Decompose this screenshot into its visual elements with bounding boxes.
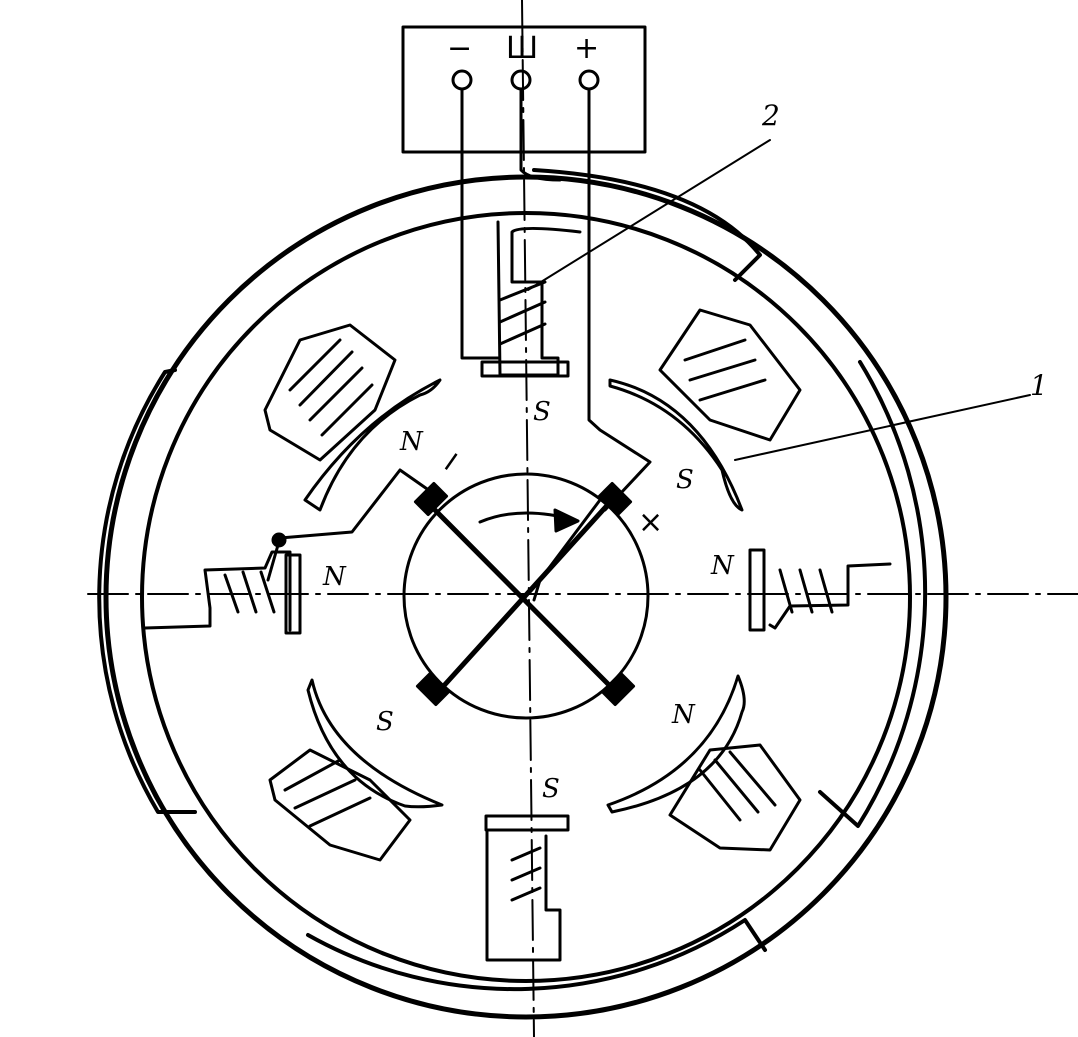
wire-shunt — [519, 87, 562, 182]
pole-right — [768, 562, 892, 630]
pole-label-left: N — [322, 562, 347, 592]
terminal-plus — [578, 69, 600, 91]
armature-diagonal-1 — [427, 502, 615, 691]
pole-lower-right — [668, 743, 802, 852]
rotation-arrow-head — [553, 508, 580, 533]
pole-label-upper-left: N — [399, 427, 424, 457]
terminal-minus — [451, 69, 473, 91]
coil-right — [778, 568, 834, 614]
stator-yoke-inner — [140, 211, 912, 983]
pole-upper-right-shoe — [608, 378, 744, 512]
callout-leader-2 — [527, 139, 771, 291]
pole-lower-left-shoe — [306, 678, 444, 809]
brush-minus — [413, 481, 449, 517]
pole-top — [496, 220, 582, 377]
armature — [402, 472, 650, 720]
pole-lower-right-shoe — [606, 674, 746, 814]
pole-upper-right — [658, 308, 802, 442]
brush-lower-right — [600, 671, 636, 707]
mount-lobe-bottom — [306, 918, 767, 992]
brush-plus-label: × — [638, 505, 663, 540]
wire-brush-minus — [266, 468, 442, 582]
coil-lower-left — [283, 758, 372, 828]
pole-label-right: N — [710, 551, 735, 581]
brush-minus-label: − — [429, 441, 472, 482]
terminal-shunt — [510, 69, 532, 91]
pole-label-lower-left: S — [376, 707, 394, 737]
coil-lower-right — [698, 750, 777, 822]
brush-lower-left — [415, 671, 451, 707]
vertical-axis — [521, 0, 535, 1037]
pole-top-shoe — [480, 360, 570, 378]
coil-left — [223, 570, 276, 614]
coil-bottom — [510, 846, 542, 902]
junction-dot — [271, 532, 287, 548]
coil-upper-right — [683, 338, 767, 402]
pole-label-top: S — [533, 397, 551, 427]
pole-label-lower-right: N — [671, 700, 696, 730]
mount-lobe-top — [532, 168, 762, 282]
pole-label-bottom: S — [542, 774, 560, 804]
terminal-minus-label: − — [447, 31, 472, 66]
wire-inner-link — [532, 498, 602, 602]
terminal-box — [401, 25, 647, 154]
wire-minus — [460, 87, 500, 360]
pole-upper-left — [263, 323, 397, 462]
pole-left-shoe — [284, 553, 302, 635]
coil-upper-left — [288, 338, 374, 437]
pole-left — [143, 550, 292, 632]
callout-leader-1 — [734, 394, 1031, 461]
mount-lobe-left — [97, 368, 197, 814]
wire-plus — [587, 87, 652, 512]
coil-top — [498, 280, 547, 346]
mount-lobe-right — [818, 360, 928, 828]
pole-bottom — [485, 830, 562, 962]
armature-diagonal-2 — [437, 497, 615, 693]
callout-1-label: 1 — [1030, 369, 1048, 402]
pole-label-upper-right: S — [676, 465, 694, 495]
callout-2-label: 2 — [761, 99, 780, 132]
pole-lower-left — [268, 748, 412, 862]
pole-bottom-shoe — [484, 814, 570, 832]
pole-upper-left-shoe — [303, 378, 442, 512]
stator-yoke-outer — [103, 174, 949, 1020]
terminal-plus-label: + — [574, 31, 599, 66]
pole-right-shoe — [748, 548, 766, 632]
terminal-shunt-label: Ш — [506, 31, 538, 66]
